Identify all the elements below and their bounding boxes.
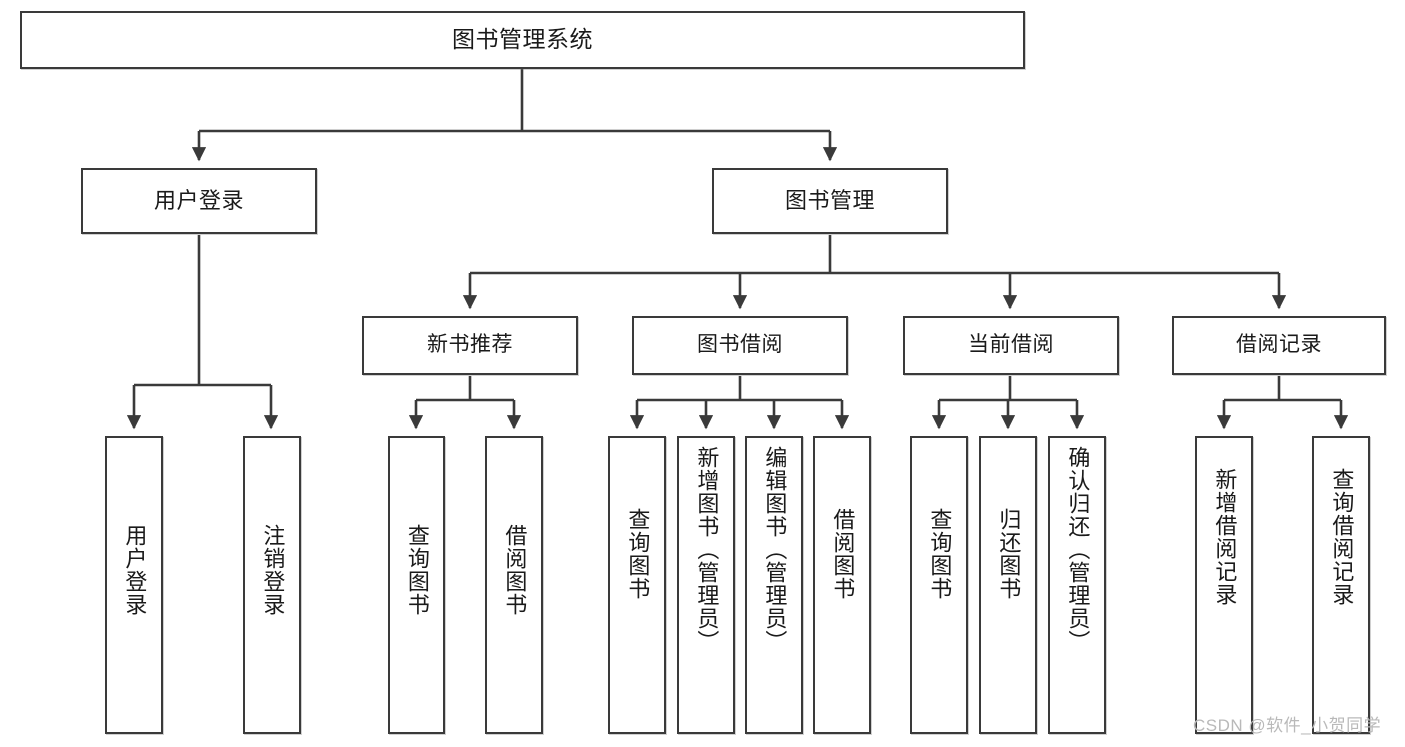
node-label: 注销登录 [260,524,286,616]
node-new-book-recommend[interactable]: 新书推荐 [362,316,578,375]
leaf-return-book[interactable]: 归还图书 [979,436,1037,734]
node-book-management[interactable]: 图书管理 [712,168,948,234]
leaf-add-borrow-record[interactable]: 新增借阅记录 [1195,436,1253,734]
leaf-borrow-book[interactable]: 借阅图书 [813,436,871,734]
node-label: 新增借阅记录 [1212,468,1238,606]
node-label: 图书管理系统 [452,26,593,53]
node-label: 用户登录 [153,188,244,214]
leaf-confirm-return-admin[interactable]: 确认归还（管理员） [1048,436,1106,734]
node-label: 新书推荐 [427,333,513,357]
node-label: 查询借阅记录 [1329,468,1355,606]
leaf-borrow-book-recommend[interactable]: 借阅图书 [485,436,543,734]
csdn-watermark: CSDN @软件_小贺同学 [1193,716,1382,735]
node-label: 当前借阅 [968,333,1054,357]
node-label: 图书借阅 [697,333,783,357]
leaf-query-book-recommend[interactable]: 查询图书 [388,436,445,734]
node-label: 查询图书 [625,508,651,600]
leaf-logout[interactable]: 注销登录 [243,436,301,734]
node-label: 确认归还（管理员） [1065,446,1091,653]
node-label: 借阅图书 [830,508,856,600]
node-borrow-record[interactable]: 借阅记录 [1172,316,1386,375]
leaf-add-book-admin[interactable]: 新增图书（管理员） [677,436,735,734]
node-label: 图书管理 [784,188,875,214]
node-root-system[interactable]: 图书管理系统 [20,11,1025,69]
node-label: 借阅图书 [502,524,528,616]
leaf-query-book-current[interactable]: 查询图书 [910,436,968,734]
node-label: 新增图书（管理员） [694,446,720,653]
node-user-login[interactable]: 用户登录 [81,168,317,234]
node-label: 查询图书 [404,524,430,616]
leaf-query-borrow-record[interactable]: 查询借阅记录 [1312,436,1370,734]
node-label: 归还图书 [996,508,1022,600]
leaf-edit-book-admin[interactable]: 编辑图书（管理员） [745,436,803,734]
leaf-user-login[interactable]: 用户登录 [105,436,163,734]
node-current-borrow[interactable]: 当前借阅 [903,316,1119,375]
node-label: 用户登录 [122,524,148,616]
node-book-borrow[interactable]: 图书借阅 [632,316,848,375]
leaf-query-book-borrow[interactable]: 查询图书 [608,436,666,734]
node-label: 查询图书 [927,508,953,600]
node-label: 借阅记录 [1236,333,1322,357]
node-label: 编辑图书（管理员） [762,446,788,653]
